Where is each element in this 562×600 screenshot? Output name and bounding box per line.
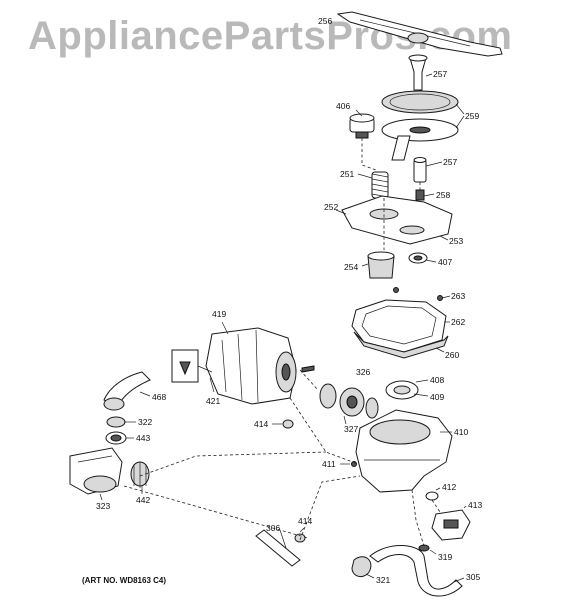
- part-251-spring[interactable]: [371, 171, 389, 199]
- part-412-grommet[interactable]: [425, 491, 439, 501]
- part-468-hose[interactable]: [103, 371, 151, 411]
- part-414-clamp-lower[interactable]: [294, 533, 306, 543]
- callout-labels: 256 257 259 406 257 251 258 252 253 254 …: [96, 16, 482, 585]
- label-305: 305: [466, 572, 480, 582]
- assembly-guide-lines: [123, 138, 441, 547]
- label-260: 260: [445, 350, 459, 360]
- label-323: 323: [96, 501, 110, 511]
- part-263-screws[interactable]: [393, 287, 443, 301]
- label-414: 414: [254, 419, 268, 429]
- label-252: 252: [324, 202, 338, 212]
- label-257: 257: [443, 157, 457, 167]
- part-262-gasket[interactable]: [351, 299, 447, 353]
- part-254-filter[interactable]: [367, 251, 395, 279]
- label-443: 443: [136, 433, 150, 443]
- label-253: 253: [449, 236, 463, 246]
- part-410-sump[interactable]: [355, 409, 453, 493]
- label-251: 251: [340, 169, 354, 179]
- label-327: 327: [344, 424, 358, 434]
- part-408-409-cover[interactable]: [385, 380, 419, 400]
- label-256: 256: [318, 16, 332, 26]
- label-406: 406: [336, 101, 350, 111]
- part-326-impeller[interactable]: [319, 383, 379, 419]
- label-326: 326: [356, 367, 370, 377]
- part-256-spray-arm[interactable]: [336, 11, 503, 57]
- part-258-small-fitting[interactable]: [415, 189, 425, 201]
- part-306-hose[interactable]: [255, 529, 301, 567]
- part-257-nozzle-upper[interactable]: [408, 54, 428, 91]
- label-306: 306: [266, 523, 280, 533]
- part-443-seal[interactable]: [105, 431, 127, 445]
- label-409: 409: [430, 392, 444, 402]
- part-406-fitting[interactable]: [349, 113, 375, 139]
- callout-leaders: [99, 73, 467, 583]
- label-319: 319: [438, 552, 452, 562]
- label-414: 414: [298, 516, 312, 526]
- label-263: 263: [451, 291, 465, 301]
- label-419: 419: [212, 309, 226, 319]
- label-412: 412: [442, 482, 456, 492]
- part-421-inset[interactable]: [171, 349, 213, 383]
- label-322: 322: [138, 417, 152, 427]
- label-468: 468: [152, 392, 166, 402]
- part-414-clamp-upper[interactable]: [282, 419, 294, 429]
- label-259: 259: [465, 111, 479, 121]
- label-442: 442: [136, 495, 150, 505]
- label-413: 413: [468, 500, 482, 510]
- part-252-253-manifold-plate[interactable]: [341, 195, 453, 245]
- label-408: 408: [430, 375, 444, 385]
- part-257-nozzle-lower[interactable]: [413, 157, 427, 183]
- label-258: 258: [436, 190, 450, 200]
- label-254: 254: [344, 262, 358, 272]
- art-number: (ART NO. WD8163 C4): [82, 576, 167, 585]
- part-442-coupling[interactable]: [130, 461, 150, 488]
- label-410: 410: [454, 427, 468, 437]
- part-259-filter-screen[interactable]: [381, 90, 459, 161]
- part-322-clamp[interactable]: [106, 416, 126, 428]
- part-419-motor[interactable]: [205, 327, 297, 405]
- part-260-seal-ring[interactable]: [353, 331, 449, 359]
- part-413-valve[interactable]: [431, 509, 471, 541]
- part-323-drain-pump[interactable]: [69, 447, 123, 495]
- part-321-clamp[interactable]: [351, 556, 372, 577]
- motor-screw[interactable]: [301, 365, 315, 373]
- label-411: 411: [322, 459, 336, 469]
- part-407-grommet[interactable]: [408, 252, 428, 264]
- label-262: 262: [451, 317, 465, 327]
- label-407: 407: [438, 257, 452, 267]
- label-421: 421: [206, 396, 220, 406]
- label-257: 257: [433, 69, 447, 79]
- part-305-drain-hose[interactable]: [369, 544, 463, 597]
- label-321: 321: [376, 575, 390, 585]
